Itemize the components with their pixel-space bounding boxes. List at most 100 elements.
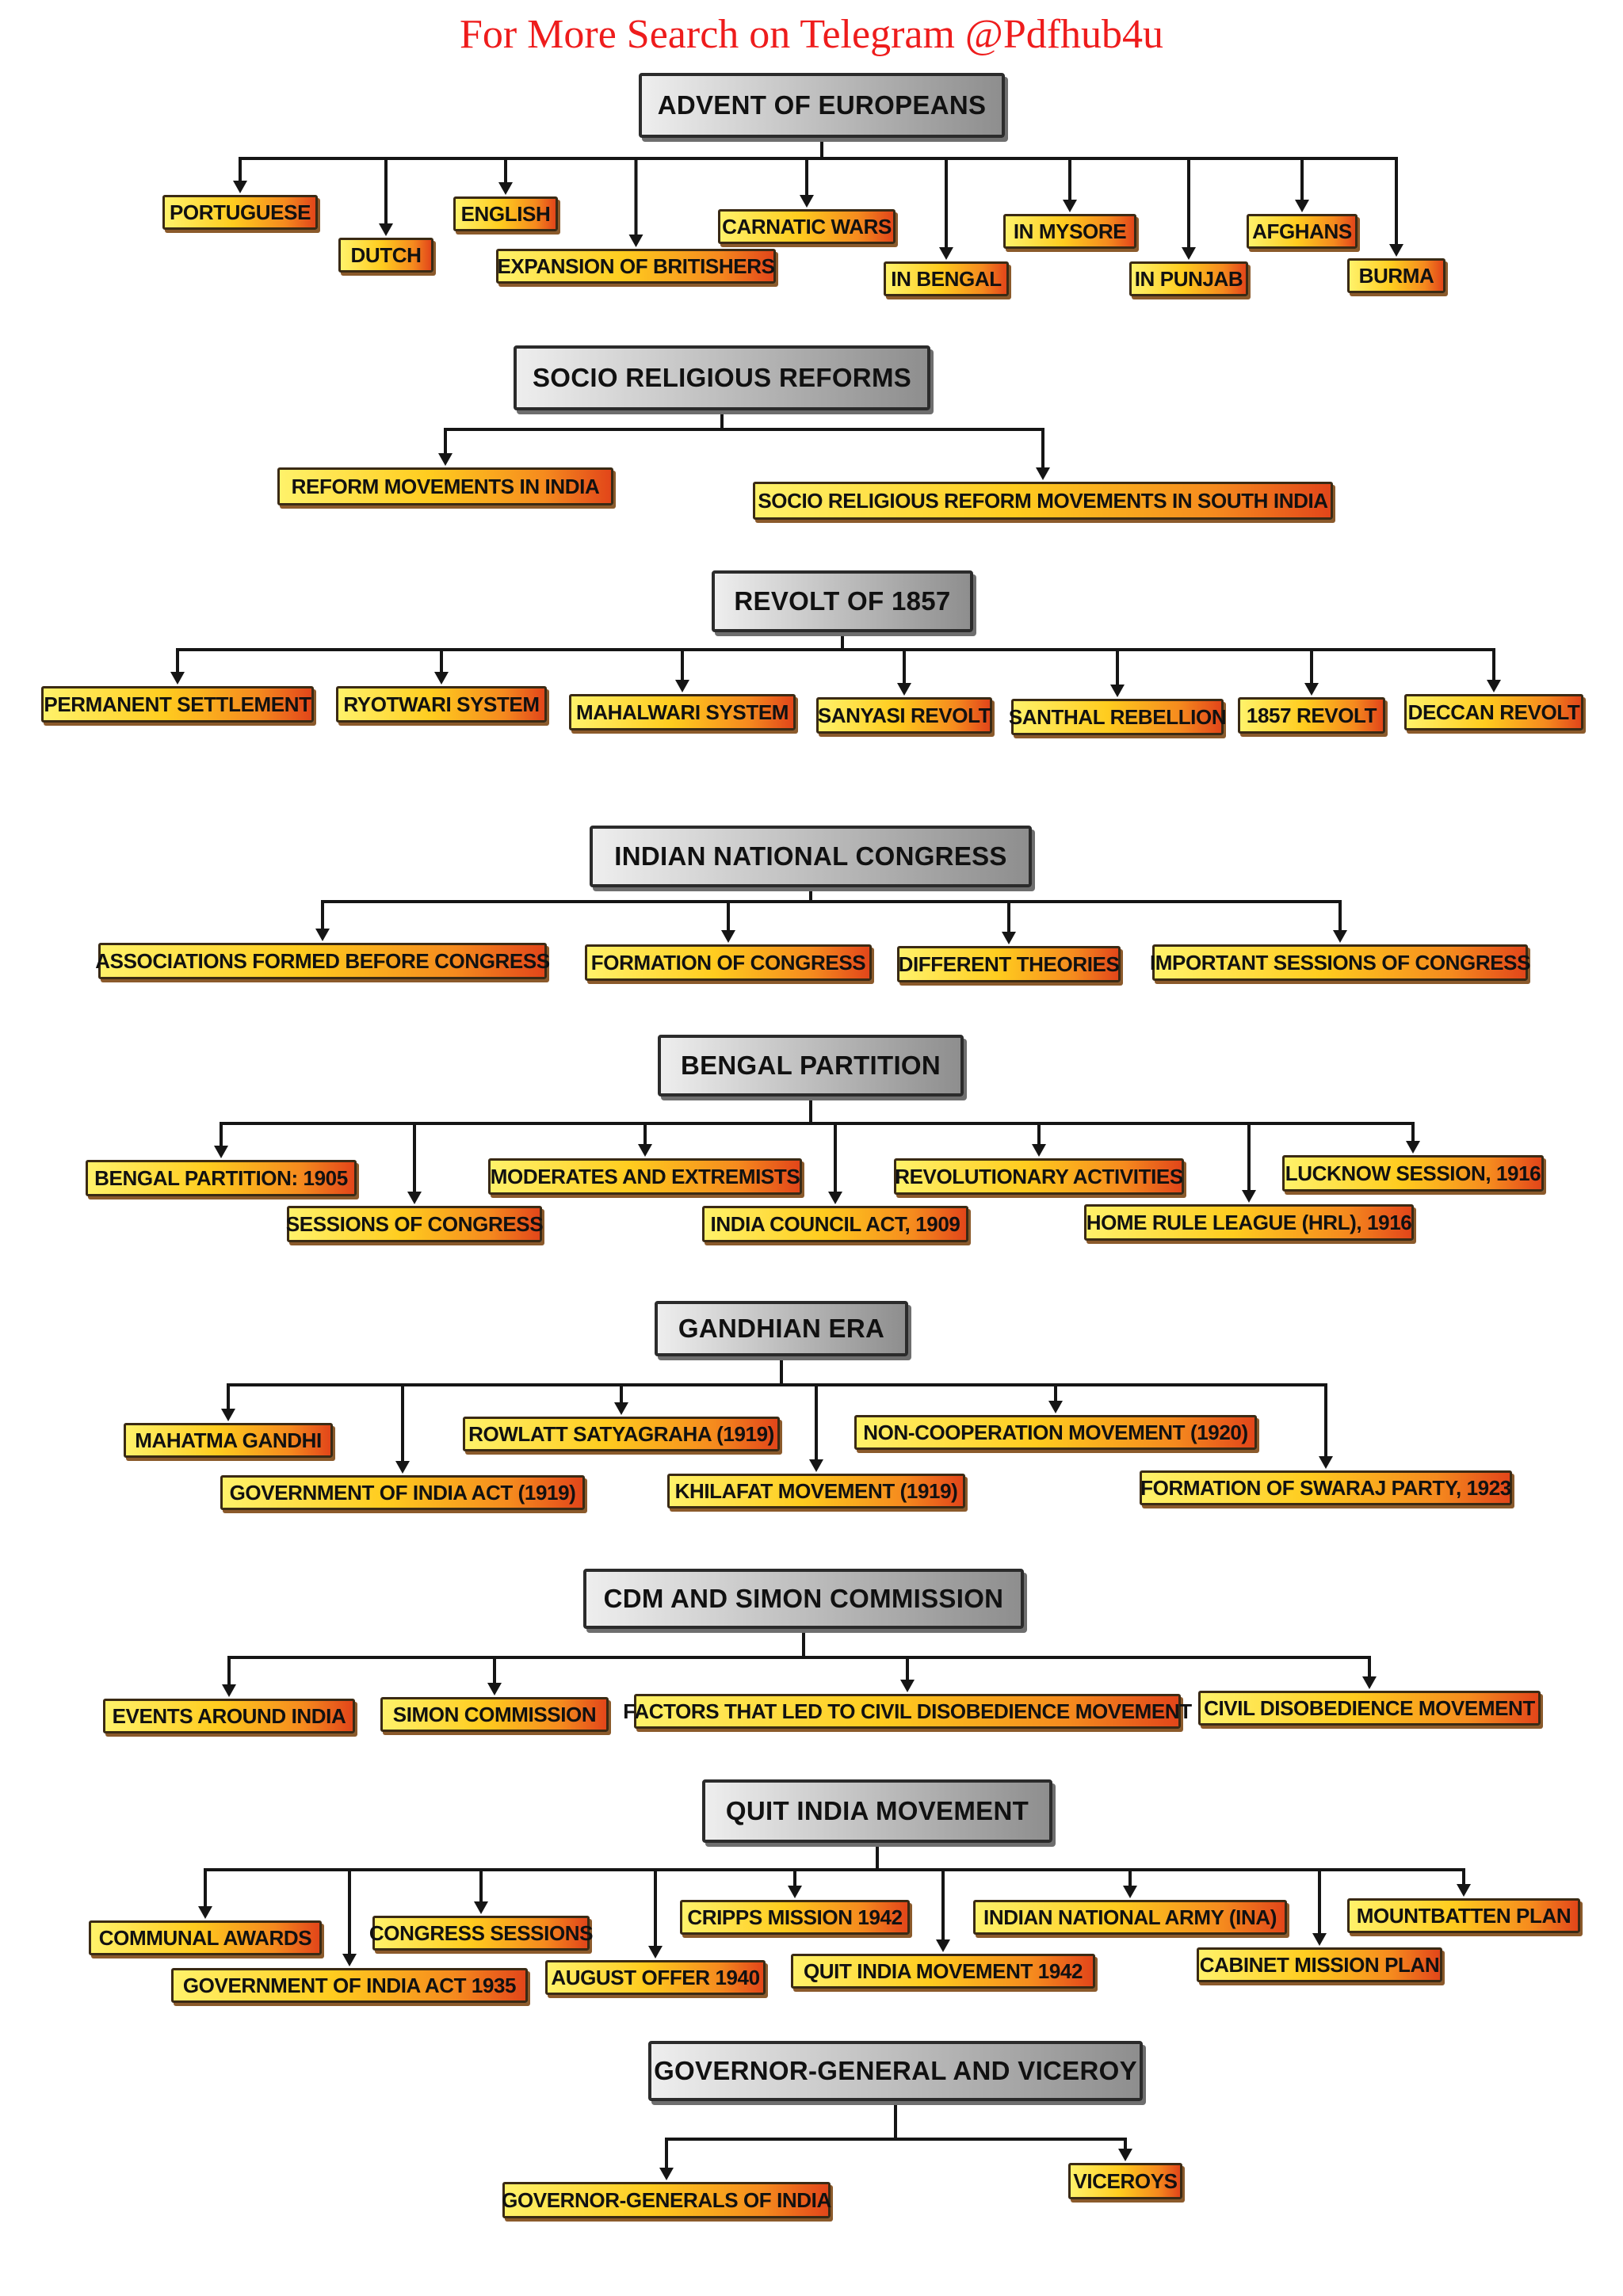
topic-box-cabinet-mission-plan: CABINET MISSION PLAN	[1197, 1947, 1442, 1982]
topic-box-dutch: DUTCH	[338, 238, 433, 273]
topic-box-bengal-partition-1905: BENGAL PARTITION: 1905	[86, 1160, 357, 1196]
arrow-head	[1048, 1401, 1063, 1413]
topic-box-expansion-of-britishers: EXPANSION OF BRITISHERS	[496, 249, 776, 284]
section-title-indian-national-congress: INDIAN NATIONAL CONGRESS	[590, 826, 1032, 887]
topic-box-lucknow-session-1916: LUCKNOW SESSION, 1916	[1282, 1155, 1544, 1192]
topic-box-carnatic-wars: CARNATIC WARS	[718, 209, 896, 244]
topic-box-events-around-india: EVENTS AROUND INDIA	[103, 1699, 355, 1733]
section-title-advent-of-europeans: ADVENT OF EUROPEANS	[639, 73, 1005, 138]
topic-box-in-mysore: IN MYSORE	[1003, 214, 1136, 249]
topic-box-different-theories: DIFFERENT THEORIES	[897, 946, 1121, 982]
arrow-head	[828, 1192, 842, 1204]
arrow-head	[1032, 1144, 1046, 1157]
arrow-head	[233, 181, 247, 193]
topic-box-quit-india-movement-1942: QUIT INDIA MOVEMENT 1942	[791, 1954, 1095, 1989]
arrow-head	[1123, 1886, 1137, 1898]
topic-box-factors-that-led-to-civil-disobedience-movement: FACTORS THAT LED TO CIVIL DISOBEDIENCE M…	[623, 1694, 1192, 1729]
topic-box-mahalwari-system: MAHALWARI SYSTEM	[569, 694, 796, 730]
topic-box-mahatma-gandhi: MAHATMA GANDHI	[124, 1423, 333, 1458]
topic-box-khilafat-movement-1919: KHILAFAT MOVEMENT (1919)	[667, 1474, 965, 1508]
arrow-head	[1242, 1190, 1256, 1203]
arrow-head	[936, 1939, 950, 1952]
section-title-bengal-partition: BENGAL PARTITION	[658, 1035, 964, 1097]
topic-box-deccan-revolt: DECCAN REVOLT	[1404, 694, 1583, 730]
arrow-head	[614, 1402, 628, 1415]
arrow-head	[198, 1906, 212, 1919]
section-title-governor-general-and-viceroy: GOVERNOR-GENERAL AND VICEROY	[648, 2041, 1143, 2101]
arrow-head	[1118, 2149, 1132, 2161]
arrow-head	[809, 1459, 823, 1472]
topic-box-viceroys: VICEROYS	[1068, 2163, 1182, 2199]
topic-box-mountbatten-plan: MOUNTBATTEN PLAN	[1347, 1898, 1580, 1933]
arrow-head	[659, 2168, 674, 2180]
topic-box-moderates-and-extremists: MODERATES AND EXTREMISTS	[488, 1158, 802, 1195]
section-title-revolt-of-1857: REVOLT OF 1857	[712, 570, 973, 632]
arrow-head	[379, 223, 393, 236]
arrow-head	[900, 1680, 915, 1692]
topic-box-cripps-mission-1942: CRIPPS MISSION 1942	[680, 1900, 910, 1935]
section-title-cdm-and-simon-commission: CDM AND SIMON COMMISSION	[583, 1569, 1024, 1629]
arrow-head	[1182, 247, 1196, 260]
arrow-head	[1319, 1456, 1333, 1469]
arrow-head	[438, 453, 453, 466]
arrow-head	[1295, 200, 1309, 212]
arrow-head	[1110, 685, 1125, 697]
section-title-socio-religious-reforms: SOCIO RELIGIOUS REFORMS	[514, 345, 930, 410]
topic-box-formation-of-swaraj-party-1923: FORMATION OF SWARAJ PARTY, 1923	[1140, 1470, 1512, 1505]
arrow-head	[939, 247, 953, 260]
topic-box-indian-national-army-ina: INDIAN NATIONAL ARMY (INA)	[973, 1900, 1287, 1935]
topic-box-portuguese: PORTUGUESE	[162, 195, 318, 230]
arrow-head	[675, 680, 689, 692]
arrow-head	[1362, 1676, 1377, 1689]
arrow-head	[1457, 1884, 1471, 1897]
arrow-head	[1389, 244, 1403, 257]
topic-box-socio-religious-reform-movements-in-south-india: SOCIO RELIGIOUS REFORM MOVEMENTS IN SOUT…	[753, 482, 1333, 520]
arrow-head	[407, 1192, 422, 1204]
topic-box-communal-awards: COMMUNAL AWARDS	[89, 1920, 322, 1955]
topic-box-afghans: AFGHANS	[1247, 214, 1358, 249]
topic-box-sanyasi-revolt: SANYASI REVOLT	[816, 697, 992, 734]
arrow-head	[1036, 467, 1050, 480]
topic-box-english: ENGLISH	[453, 196, 558, 231]
topic-box-sessions-of-congress: SESSIONS OF CONGRESS	[286, 1206, 544, 1242]
arrow-head	[721, 930, 735, 943]
topic-box-ryotwari-system: RYOTWARI SYSTEM	[336, 686, 547, 723]
topic-box-august-offer-1940: AUGUST OFFER 1940	[545, 1960, 766, 1995]
arrow-head	[342, 1954, 357, 1966]
arrow-head	[498, 182, 513, 195]
topic-box-important-sessions-of-congress: IMPORTANT SESSIONS OF CONGRESS	[1150, 944, 1530, 981]
arrow-head	[1002, 932, 1016, 944]
topic-box-formation-of-congress: FORMATION OF CONGRESS	[585, 944, 872, 981]
arrow-head	[214, 1146, 228, 1158]
topic-box-government-of-india-act-1919: GOVERNMENT OF INDIA ACT (1919)	[220, 1475, 585, 1510]
topic-box-home-rule-league-hrl-1916: HOME RULE LEAGUE (HRL), 1916	[1084, 1204, 1414, 1241]
topic-box-civil-disobedience-movement: CIVIL DISOBEDIENCE MOVEMENT	[1198, 1691, 1541, 1726]
arrow-head	[221, 1409, 235, 1421]
topic-box-simon-commission: SIMON COMMISSION	[380, 1697, 609, 1732]
arrow-head	[474, 1901, 488, 1914]
topic-box-governor-generals-of-india: GOVERNOR-GENERALS OF INDIA	[502, 2182, 831, 2218]
topic-box-rowlatt-satyagraha-1919: ROWLATT SATYAGRAHA (1919)	[463, 1417, 780, 1451]
arrow-head	[800, 195, 814, 208]
arrow-head	[1487, 680, 1501, 692]
arrow-head	[1406, 1141, 1420, 1154]
arrow-head	[628, 235, 643, 247]
topic-box-associations-formed-before-congress: ASSOCIATIONS FORMED BEFORE CONGRESS	[95, 943, 550, 979]
arrow-head	[395, 1461, 410, 1474]
arrow-head	[1312, 1933, 1327, 1946]
arrow-head	[788, 1886, 802, 1898]
topic-box-revolutionary-activities: REVOLUTIONARY ACTIVITIES	[894, 1158, 1184, 1195]
section-title-gandhian-era: GANDHIAN ERA	[655, 1301, 908, 1356]
topic-box-santhal-rebellion: SANTHAL REBELLION	[1009, 699, 1227, 735]
arrow-head	[1063, 200, 1077, 212]
arrow-head	[222, 1684, 236, 1697]
telegram-watermark-header: For More Search on Telegram @Pdfhub4u	[459, 12, 1164, 57]
topic-box-non-cooperation-movement-1920: NON-COOPERATION MOVEMENT (1920)	[854, 1415, 1257, 1450]
arrow-head	[434, 672, 449, 685]
topic-box-permanent-settlement: PERMANENT SETTLEMENT	[41, 686, 314, 723]
arrow-head	[170, 672, 185, 685]
arrow-head	[487, 1683, 502, 1695]
arrow-head	[1333, 930, 1347, 943]
topic-box-1857-revolt: 1857 REVOLT	[1238, 697, 1385, 734]
